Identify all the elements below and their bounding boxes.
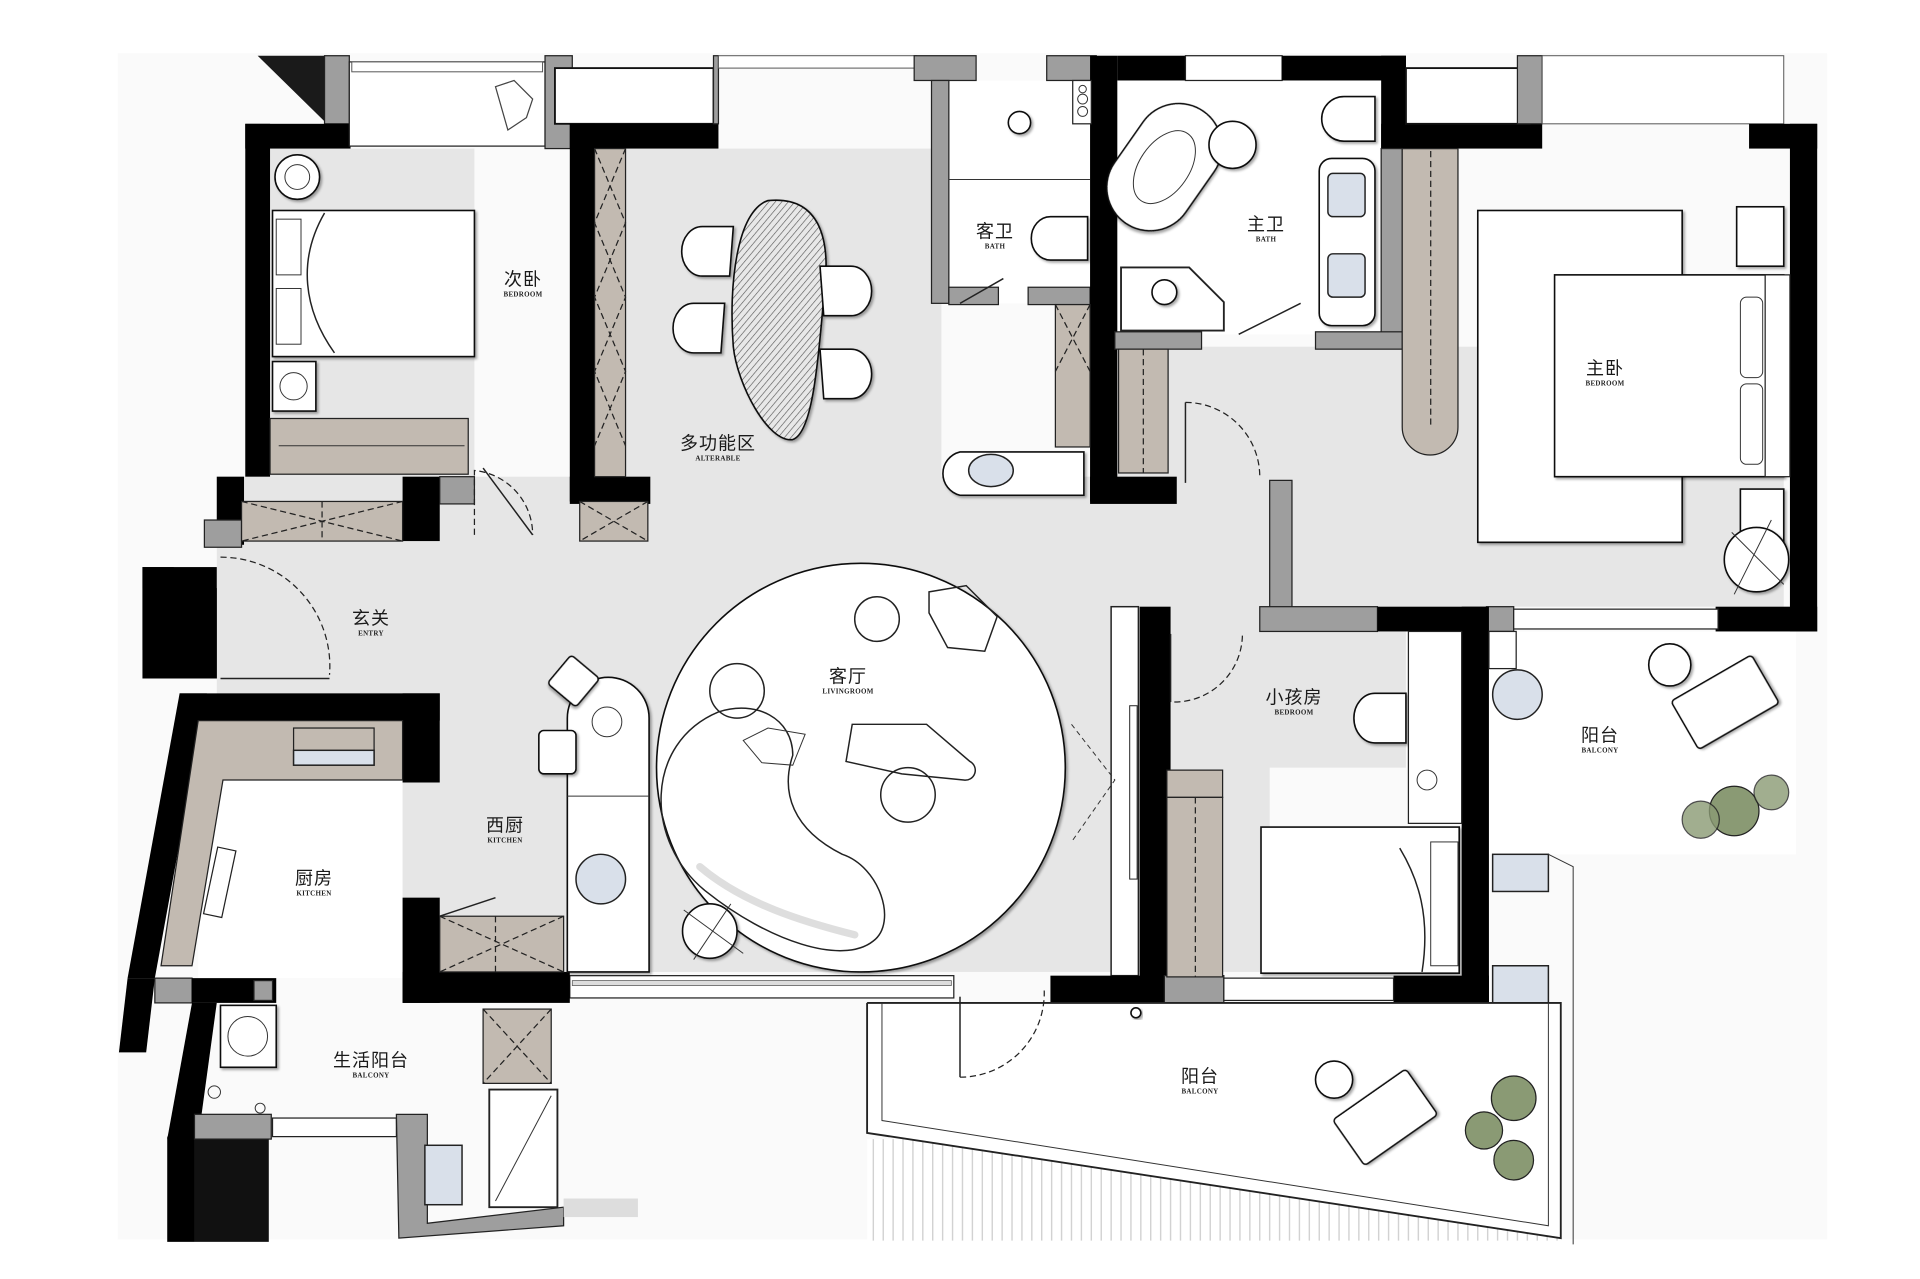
label-zh: 客卫: [976, 221, 1014, 243]
label-entry: 玄关 ENTRY: [352, 608, 390, 639]
label-zh: 客厅: [828, 666, 867, 688]
label-en: LIVINGROOM: [822, 687, 874, 696]
label-en: BEDROOM: [1585, 379, 1625, 388]
label-east-balcony: 阳台 BALCONY: [1581, 725, 1619, 756]
label-multifunction: 多功能区 ALTERABLE: [680, 433, 756, 464]
furniture: [202, 79, 1791, 1245]
label-western-kitchen: 西厨 KITCHEN: [486, 815, 524, 846]
label-secondary-bedroom: 次卧 BEDROOM: [503, 269, 543, 300]
label-en: BALCONY: [352, 1071, 390, 1080]
label-zh: 多功能区: [680, 433, 756, 455]
label-zh: 次卧: [503, 269, 542, 291]
label-south-balcony: 阳台 BALCONY: [1181, 1066, 1219, 1097]
label-guest-bath: 客卫 BATH: [976, 221, 1014, 252]
label-zh: 主卫: [1247, 214, 1285, 236]
label-utility-balcony: 生活阳台 BALCONY: [333, 1050, 409, 1081]
label-master-bedroom: 主卧 BEDROOM: [1585, 358, 1625, 389]
label-en: ENTRY: [358, 629, 384, 638]
doors: [220, 401, 1261, 1078]
label-zh: 阳台: [1181, 1066, 1219, 1088]
label-living-room: 客厅 LIVINGROOM: [822, 666, 874, 697]
label-zh: 阳台: [1581, 725, 1619, 747]
label-en: ALTERABLE: [695, 454, 741, 463]
label-en: KITCHEN: [296, 889, 332, 898]
label-kids-bedroom: 小孩房 BEDROOM: [1265, 687, 1323, 718]
label-kitchen: 厨房 KITCHEN: [295, 868, 333, 899]
label-en: BALCONY: [1181, 1087, 1219, 1096]
label-zh: 主卧: [1585, 358, 1624, 380]
walls: [118, 55, 1818, 1242]
label-zh: 小孩房: [1265, 687, 1323, 709]
label-zh: 生活阳台: [333, 1050, 409, 1072]
label-master-bath: 主卫 BATH: [1247, 214, 1285, 245]
label-en: BEDROOM: [503, 290, 543, 299]
label-en: BATH: [1255, 235, 1277, 244]
label-en: KITCHEN: [487, 836, 523, 845]
label-zh: 厨房: [295, 868, 333, 890]
wardrobes: [160, 147, 1459, 978]
label-en: BATH: [984, 242, 1006, 251]
label-zh: 玄关: [352, 608, 390, 630]
label-en: BEDROOM: [1274, 708, 1314, 717]
label-zh: 西厨: [486, 815, 524, 837]
label-en: BALCONY: [1581, 746, 1619, 755]
